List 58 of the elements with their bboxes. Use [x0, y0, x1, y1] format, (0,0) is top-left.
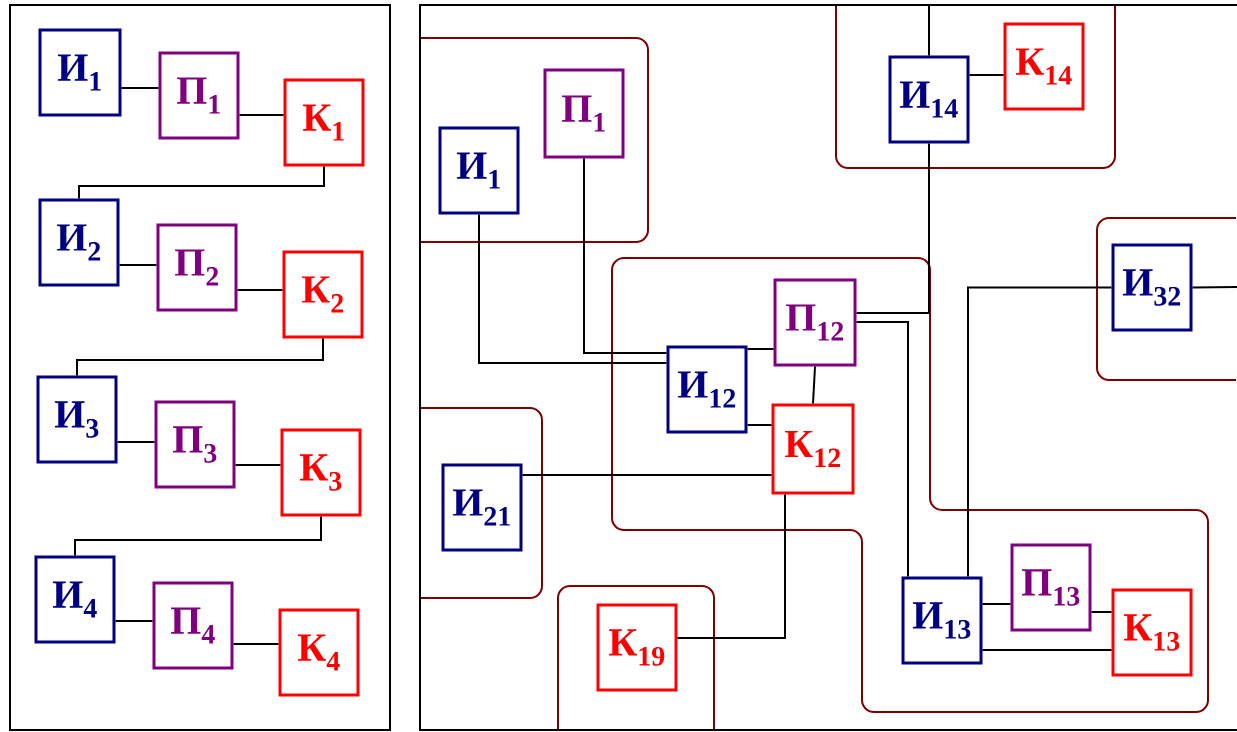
- connector-line: [928, 4, 930, 57]
- element-box: П$_{3}$: [154, 400, 236, 489]
- element-box: И$_{13}$: [901, 576, 983, 665]
- element-box: И$_{21}$: [441, 463, 523, 552]
- connector-line: [981, 603, 1012, 605]
- connector-line: [114, 620, 154, 622]
- element-box: К$_{19}$: [596, 603, 678, 692]
- element-box: П$_{4}$: [152, 581, 234, 670]
- element-box: К$_{14}$: [1003, 22, 1085, 111]
- element-box: П$_{2}$: [156, 223, 238, 312]
- connector-line: [1191, 286, 1237, 289]
- connector-line: [855, 142, 930, 314]
- connector-line: [116, 441, 156, 443]
- connector-line: [236, 289, 284, 291]
- element-box: П$_{13}$: [1010, 543, 1092, 632]
- element-box: П$_{1}$: [158, 51, 240, 140]
- element-box: И$_{12}$: [666, 345, 748, 434]
- group-outline: [835, 6, 1116, 169]
- element-box: К$_{3}$: [280, 428, 362, 517]
- element-box: И$_{1}$: [438, 126, 520, 215]
- connector-line: [78, 165, 325, 200]
- connector-line: [521, 474, 773, 476]
- group-outline: [1096, 217, 1236, 381]
- element-box: И$_{14}$: [888, 55, 970, 144]
- connector-line: [1090, 611, 1113, 613]
- connector-line: [746, 424, 773, 426]
- group-outline: [611, 257, 1209, 713]
- connector-line: [234, 464, 282, 466]
- group-outline: [557, 585, 715, 729]
- connector-line: [967, 286, 1113, 578]
- connector-line: [812, 365, 816, 405]
- element-box: К$_{1}$: [283, 78, 365, 167]
- connector-line: [981, 649, 1113, 651]
- connector-line: [118, 264, 158, 266]
- connector-line: [238, 114, 285, 116]
- connector-line: [232, 643, 280, 645]
- group-outline: [421, 407, 543, 599]
- connector-line: [746, 348, 775, 350]
- element-box: П$_{12}$: [773, 278, 857, 367]
- connector-line: [583, 157, 668, 354]
- connector-line: [676, 493, 786, 639]
- connector-line: [968, 74, 1005, 76]
- element-box: И$_{1}$: [38, 28, 122, 117]
- connector-line: [74, 515, 322, 557]
- connector-line: [855, 321, 909, 578]
- connector-line: [76, 337, 324, 377]
- element-box: И$_{3}$: [36, 375, 118, 464]
- element-box: К$_{13}$: [1111, 588, 1193, 677]
- element-box: К$_{4}$: [278, 608, 360, 697]
- element-box: И$_{4}$: [34, 555, 116, 644]
- element-box: К$_{2}$: [282, 250, 364, 339]
- connector-line: [478, 213, 668, 364]
- element-box: К$_{12}$: [771, 403, 855, 495]
- element-box: И$_{32}$: [1111, 243, 1193, 332]
- group-outline: [421, 37, 649, 243]
- connector-line: [120, 87, 160, 89]
- element-box: П$_{1}$: [543, 68, 625, 159]
- element-box: И$_{2}$: [38, 198, 120, 287]
